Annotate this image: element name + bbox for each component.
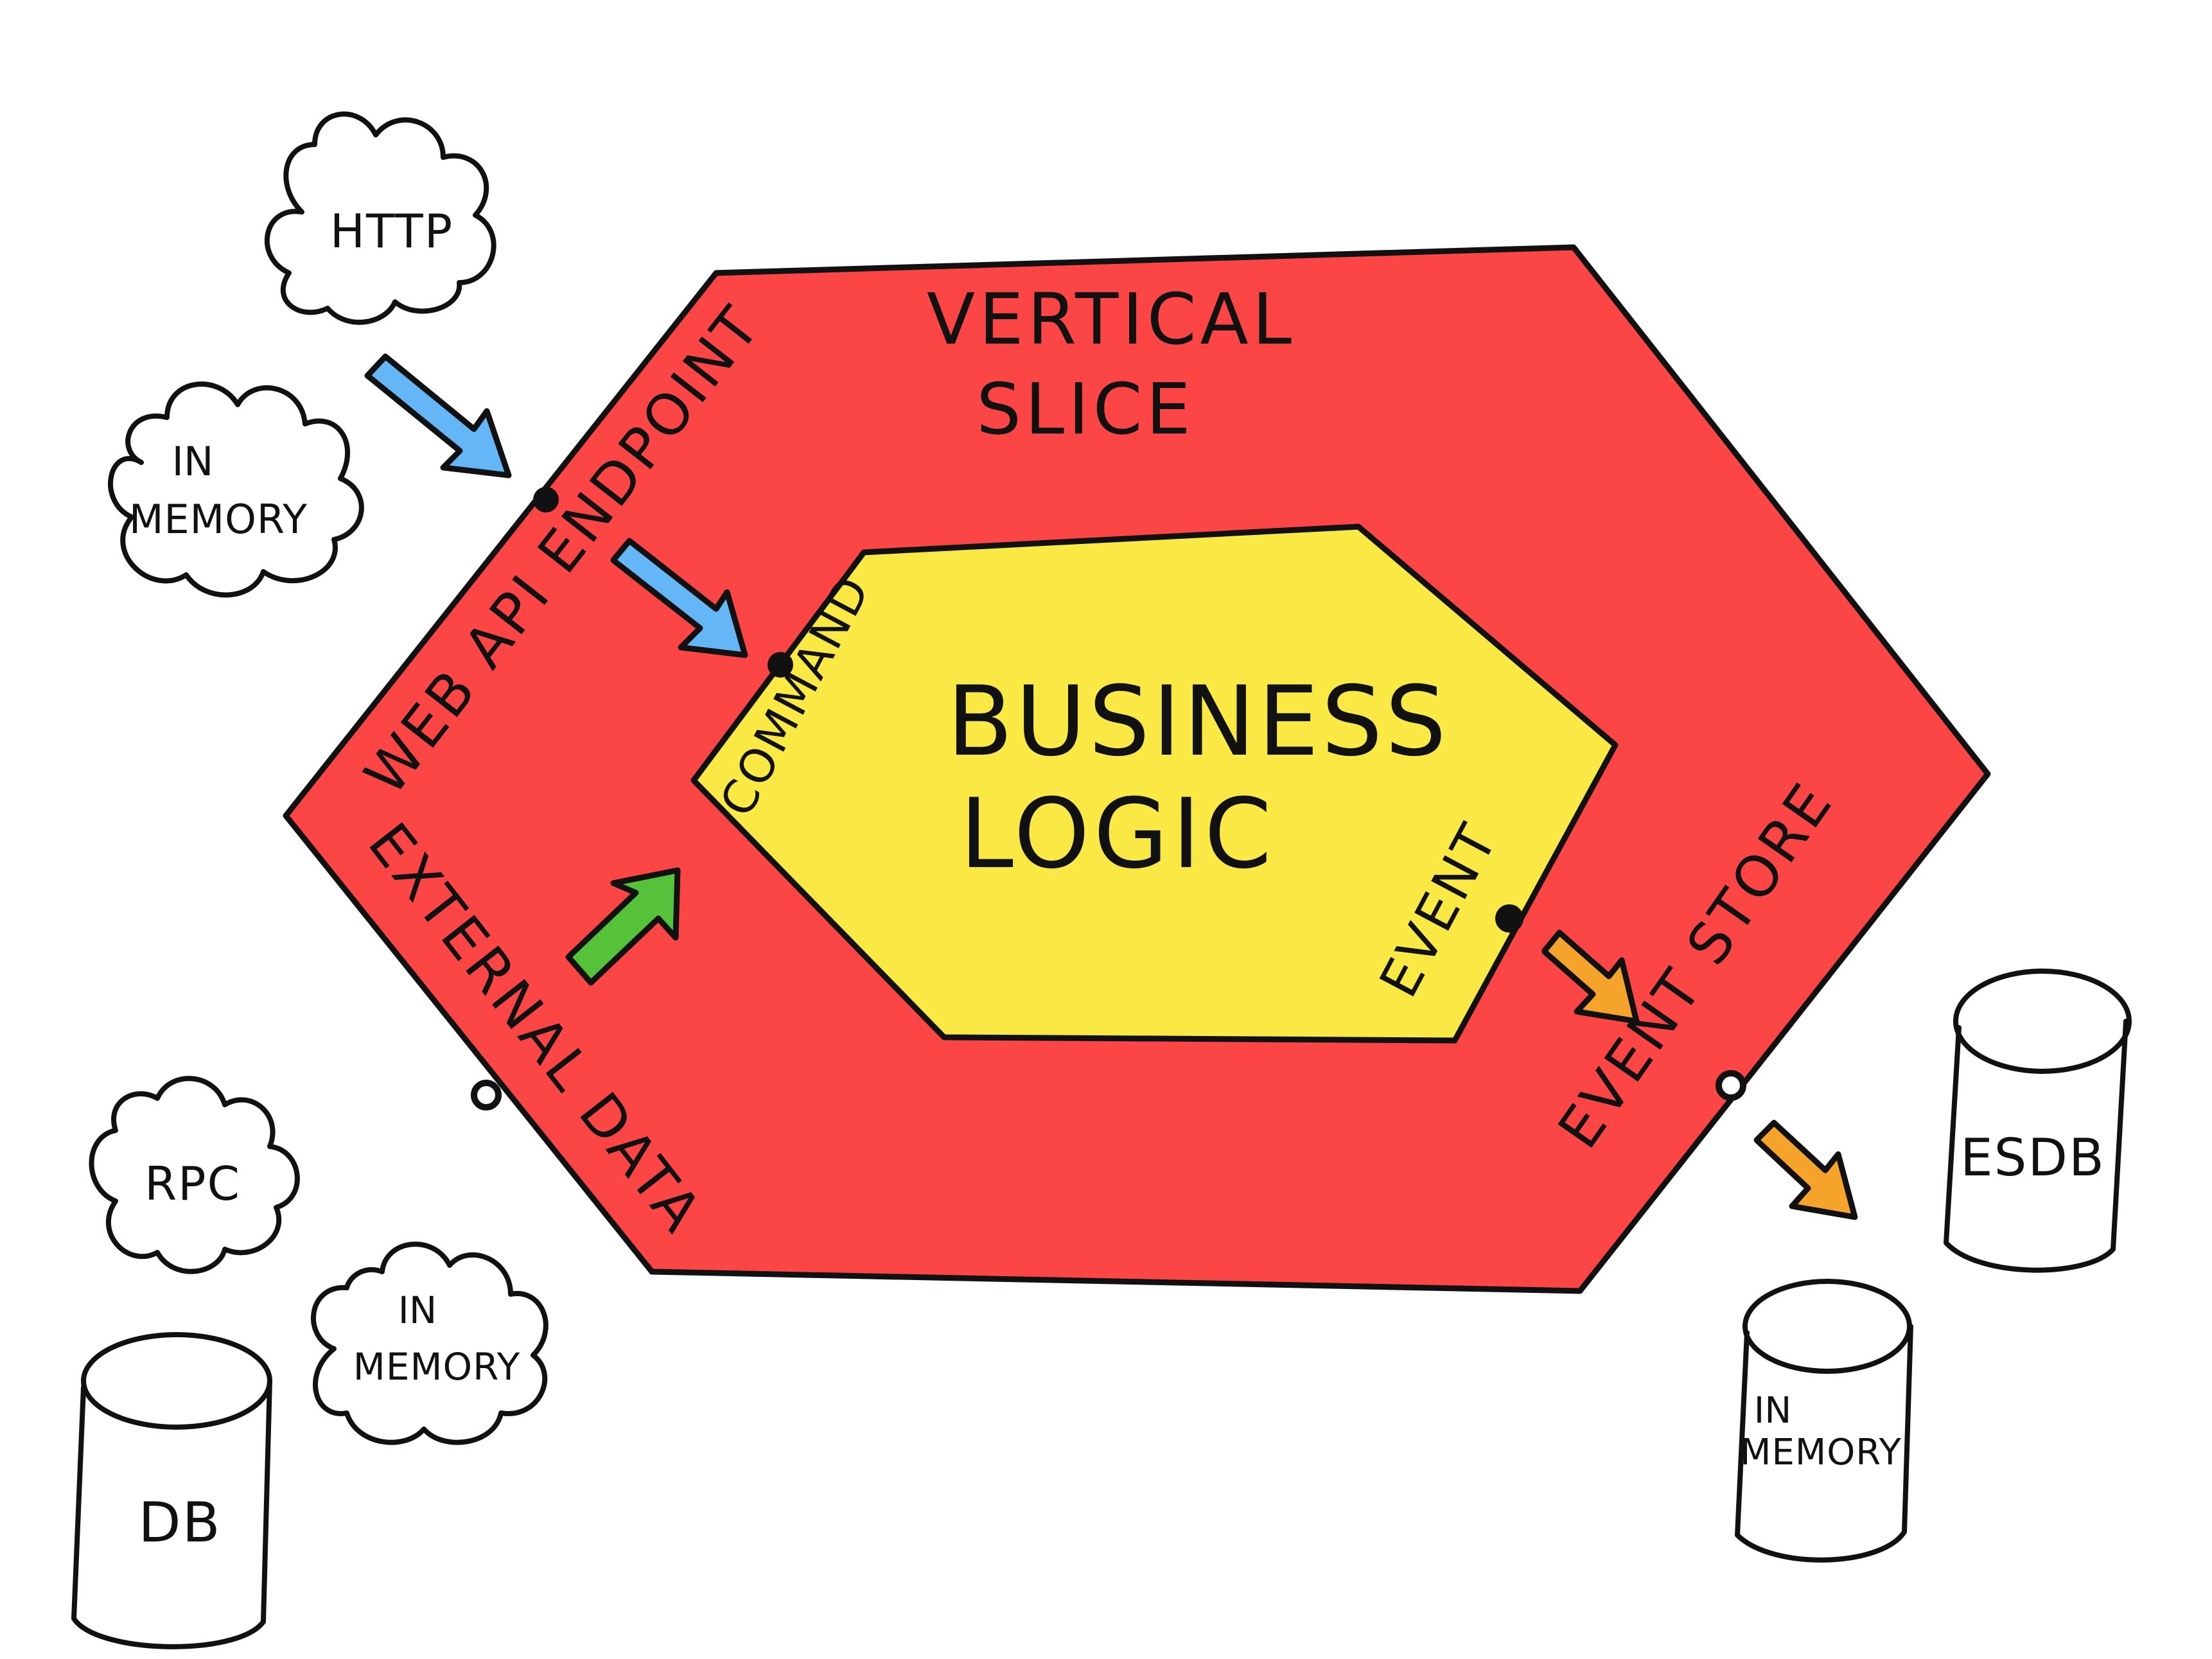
http-adapter: HTTP bbox=[265, 111, 496, 325]
db-adapter: DB bbox=[71, 1332, 272, 1649]
store-to-databases-arrow-icon bbox=[1753, 1119, 1858, 1220]
database-cylinder-icon bbox=[1944, 1019, 2129, 1273]
cloud-icon bbox=[311, 1242, 549, 1445]
business-logic-title: BUSINESS bbox=[947, 666, 1449, 778]
database-cylinder-icon bbox=[71, 1378, 272, 1649]
endpoint-to-command-arrow-icon bbox=[610, 538, 748, 658]
in-memory-external-line1: IN bbox=[398, 1288, 437, 1332]
cloud-icon bbox=[89, 1076, 300, 1274]
database-cylinder-top bbox=[1953, 969, 2132, 1074]
http-label: HTTP bbox=[330, 204, 453, 258]
esdb-adapter: ESDB bbox=[1944, 969, 2132, 1273]
vertical-slice-subtitle: SLICE bbox=[976, 368, 1195, 450]
event-store-port-dot-icon bbox=[1716, 1070, 1746, 1101]
rpc-label: RPC bbox=[145, 1157, 241, 1211]
database-cylinder-top bbox=[1742, 1279, 1912, 1374]
database-cylinder-top bbox=[81, 1332, 272, 1430]
esdb-label: ESDB bbox=[1960, 1128, 2105, 1188]
event-to-store-arrow-icon bbox=[1541, 929, 1640, 1024]
external-data-port-dot-icon bbox=[471, 1080, 502, 1110]
business-logic-hexagon bbox=[690, 523, 1619, 1044]
vertical-slice-title: VERTICAL bbox=[927, 278, 1295, 360]
cloud-icon bbox=[108, 382, 364, 598]
in-memory-store-adapter: IN MEMORY bbox=[1735, 1279, 1913, 1563]
in-memory-input-line2: MEMORY bbox=[129, 496, 308, 543]
port-dots bbox=[471, 487, 1746, 1110]
business-logic-subtitle: LOGIC bbox=[960, 778, 1276, 890]
database-cylinder-icon bbox=[1735, 1324, 1913, 1563]
in-memory-input-line1: IN bbox=[172, 438, 214, 485]
in-memory-external-adapter: IN MEMORY bbox=[311, 1242, 549, 1445]
db-label: DB bbox=[138, 1491, 221, 1555]
in-memory-store-line1: IN bbox=[1754, 1390, 1791, 1432]
cloud-icon bbox=[265, 111, 496, 325]
in-memory-external-line2: MEMORY bbox=[353, 1345, 520, 1389]
in-memory-store-line2: MEMORY bbox=[1740, 1432, 1902, 1473]
web-api-port-dot-icon bbox=[533, 487, 559, 513]
http-to-endpoint-arrow-icon bbox=[364, 353, 512, 478]
external-data-to-logic-arrow-icon bbox=[565, 867, 681, 986]
event-port-dot-icon bbox=[1495, 904, 1523, 933]
command-port-dot-icon bbox=[768, 652, 793, 678]
in-memory-input-adapter: IN MEMORY bbox=[108, 382, 364, 598]
rpc-adapter: RPC bbox=[89, 1076, 300, 1274]
